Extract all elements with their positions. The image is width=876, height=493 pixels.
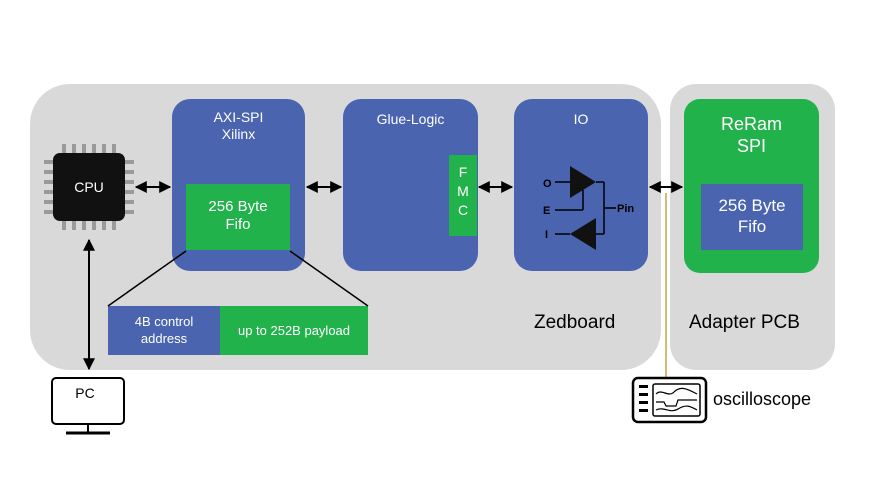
cpu-chip [53, 153, 125, 221]
axi-fifo-line1: 256 Byte [208, 198, 268, 215]
packet-payload-label: up to 252B payload [237, 323, 351, 338]
reram-subtitle: SPI [736, 136, 766, 156]
packet-payload-field: up to 252B payload [220, 306, 368, 355]
reram-title: ReRam [720, 114, 782, 134]
io-pin-e-label: E [543, 205, 550, 217]
oscilloscope-label: oscilloscope [713, 389, 811, 409]
fifo-zoom-line-left [107, 250, 187, 307]
packet-control-field: 4B control address [108, 306, 220, 355]
reram-fifo-line1: 256 Byte [718, 196, 786, 215]
cpu-label: CPU [74, 179, 104, 195]
axi-spi-subtitle: Xilinx [221, 126, 256, 142]
io-pin-label: Pin [617, 203, 634, 215]
pc-monitor-icon [51, 377, 125, 435]
axi-fifo-block: 256 Byte Fifo [186, 184, 290, 250]
output-buffer-icon [570, 166, 596, 198]
reram-fifo-line2: Fifo [737, 217, 767, 236]
fmc-letter-m: M [457, 183, 469, 199]
cpu-chip-pins [44, 144, 134, 230]
glue-logic-title: Glue-Logic [376, 111, 445, 127]
axi-spi-title: AXI-SPI [213, 109, 264, 125]
fifo-zoom-line-right [289, 250, 369, 307]
io-pin-i-label: I [545, 229, 548, 241]
fmc-letter-c: C [457, 202, 469, 218]
packet-control-line1: 4B control [134, 314, 194, 329]
reram-fifo-block: 256 Byte Fifo [701, 184, 803, 250]
input-buffer-icon [570, 218, 596, 250]
io-buffer-circuit: O E I Pin [543, 166, 634, 250]
axi-fifo-line2: Fifo [225, 216, 251, 233]
fmc-letter-f: F [458, 164, 468, 180]
adapter-pcb-label: Adapter PCB [689, 312, 800, 333]
io-title: IO [573, 111, 589, 127]
pc-label: PC [75, 385, 94, 401]
packet-control-line2: address [140, 331, 188, 346]
zedboard-label: Zedboard [534, 312, 616, 333]
oscilloscope-icon [631, 376, 708, 424]
io-pin-o-label: O [543, 178, 552, 190]
fmc-connector: F M C [449, 155, 477, 236]
